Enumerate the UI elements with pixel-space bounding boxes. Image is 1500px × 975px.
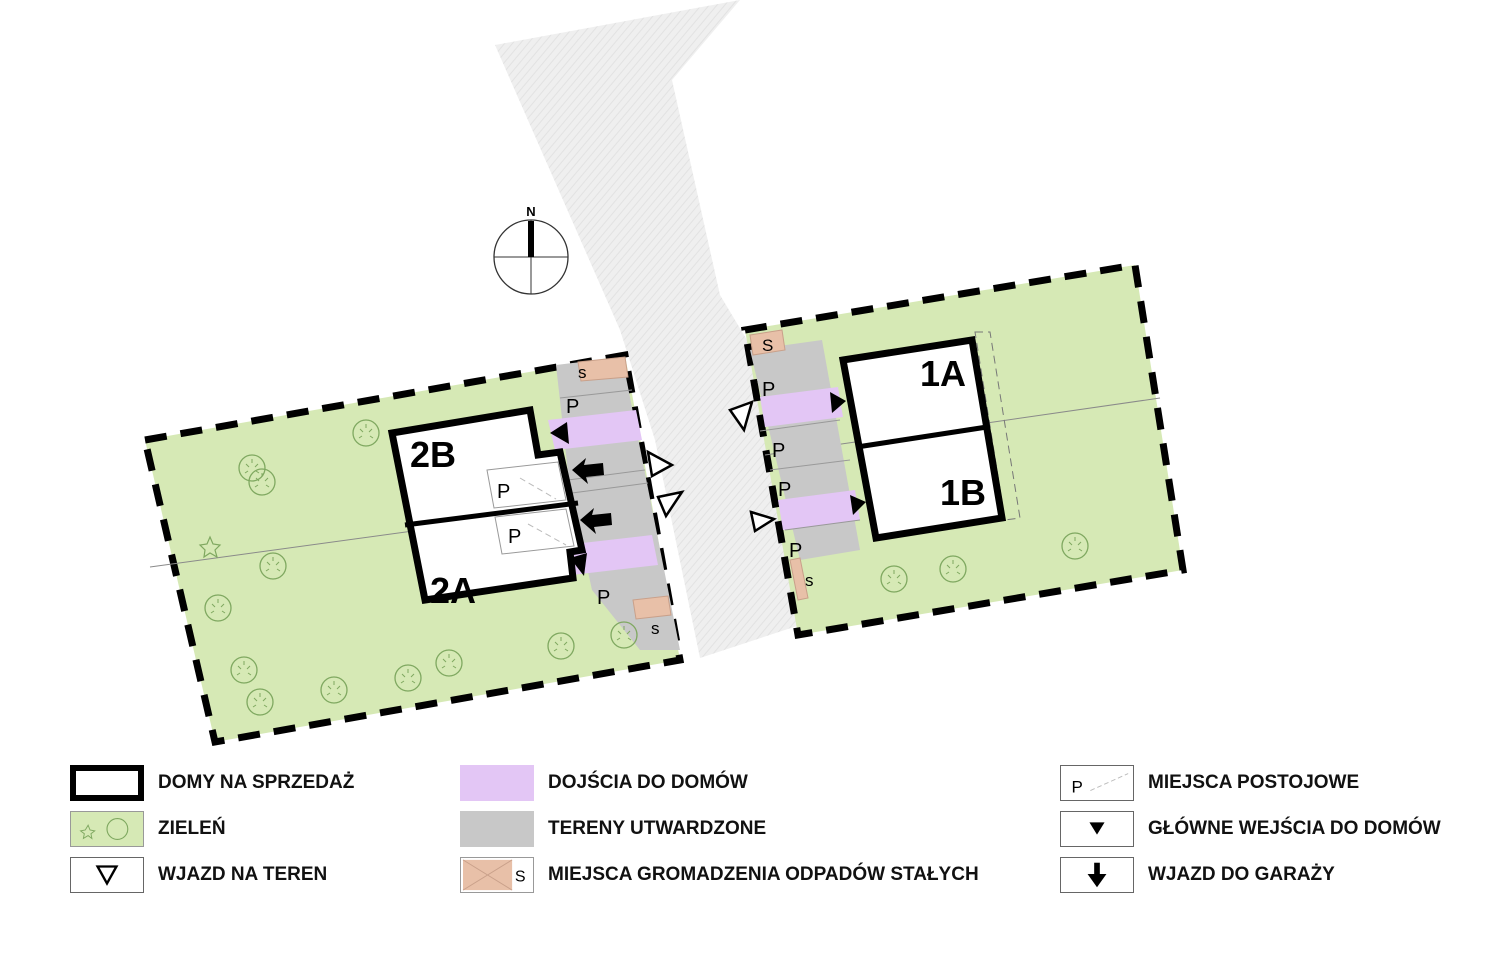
trees-parcel-2 <box>198 419 638 716</box>
site-entry-triangle-icon <box>656 490 685 519</box>
house-1: 1A 1B <box>838 336 1007 542</box>
waste-label: S <box>762 336 773 355</box>
parking-label: P <box>566 396 579 418</box>
house-2: 2B 2A P P <box>387 405 587 611</box>
parking-label: P <box>772 440 785 462</box>
site-entry-triangle-icon <box>749 510 777 534</box>
house-2a-label: 2A <box>430 570 476 611</box>
main-entrance-arrow-icon <box>570 553 587 576</box>
garage-arrow-icon <box>580 508 612 534</box>
waste-label: s <box>578 363 587 382</box>
parking-label: P <box>789 540 802 562</box>
paved-area-2 <box>548 356 680 650</box>
main-entrance-arrow-icon <box>850 495 866 515</box>
house-1a-label: 1A <box>920 353 966 394</box>
waste-label: s <box>651 619 660 638</box>
parking-label: P <box>497 481 510 503</box>
paved-area-1 <box>749 329 861 601</box>
main-entrance-arrow-icon <box>550 422 569 444</box>
house-1b-label: 1B <box>940 472 986 513</box>
parking-label: P <box>778 479 791 501</box>
parking-label: P <box>762 379 775 401</box>
access-road <box>495 0 800 658</box>
site-entry-triangle-icon <box>728 399 754 433</box>
main-entrance-arrow-icon <box>830 392 846 413</box>
parking-label: P <box>508 526 521 548</box>
garage-arrow-icon <box>572 458 604 484</box>
house-2b-label: 2B <box>410 434 456 475</box>
waste-label: s <box>805 571 814 590</box>
parking-label: P <box>597 587 610 609</box>
site-entry-triangle-icon <box>646 449 675 478</box>
compass-letter: N <box>526 204 535 219</box>
north-arrow-icon: N <box>493 204 569 295</box>
